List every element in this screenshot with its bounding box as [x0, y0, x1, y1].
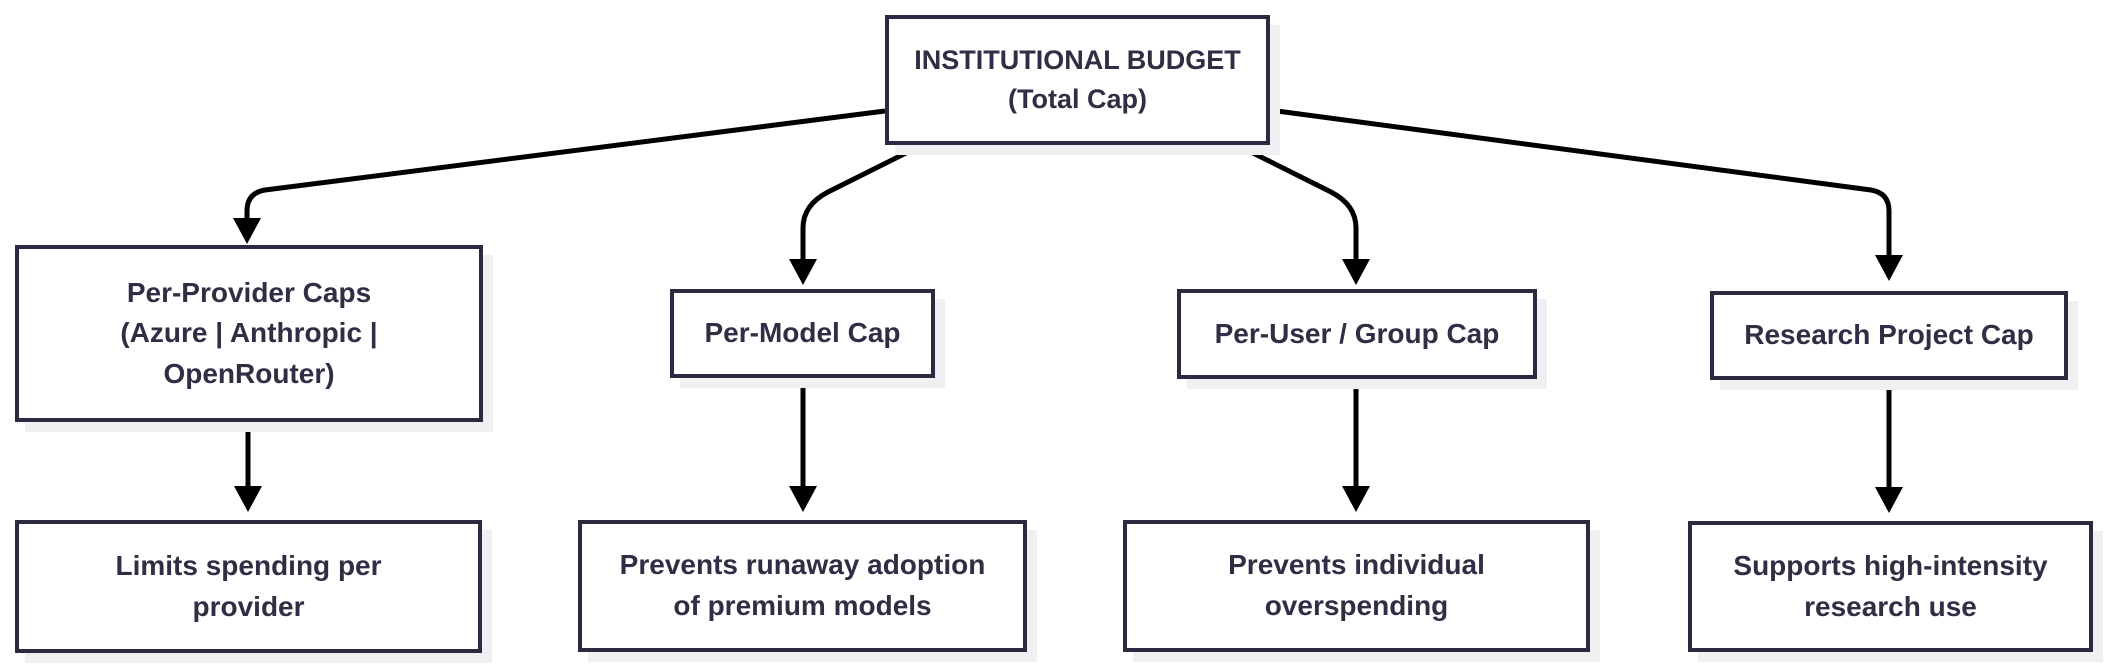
arrowhead-down-icon [234, 486, 262, 512]
arrowhead-down-icon [233, 218, 261, 244]
node-supports-high-intensity-research: Supports high-intensity research use [1688, 521, 2093, 652]
node-prevents-individual-overspending: Prevents individual overspending [1123, 520, 1590, 652]
node-per-model-cap: Per-Model Cap [670, 289, 935, 378]
node-per-provider-caps: Per-Provider Caps (Azure | Anthropic | O… [15, 245, 483, 422]
edge-root-to-user-group-cap [1241, 145, 1370, 285]
node-research-project-cap: Research Project Cap [1710, 291, 2068, 380]
edge-user-group-cap-to-benefit [1342, 381, 1370, 512]
arrowhead-down-icon [1875, 487, 1903, 513]
node-limits-spending-per-provider: Limits spending per provider [15, 520, 482, 653]
edge-root-to-model-cap [789, 145, 918, 285]
edge-provider-caps-to-benefit [234, 424, 262, 512]
arrowhead-down-icon [1342, 259, 1370, 285]
edge-root-to-provider-caps [233, 108, 886, 244]
node-institutional-budget: INSTITUTIONAL BUDGET (Total Cap) [885, 15, 1270, 145]
edge-model-cap-to-benefit [789, 380, 817, 512]
arrowhead-down-icon [1342, 486, 1370, 512]
edge-root-to-research-cap [1276, 108, 1903, 281]
edge-research-cap-to-benefit [1875, 382, 1903, 513]
arrowhead-down-icon [789, 486, 817, 512]
arrowhead-down-icon [789, 259, 817, 285]
node-per-user-group-cap: Per-User / Group Cap [1177, 289, 1537, 379]
node-prevents-runaway-adoption: Prevents runaway adoption of premium mod… [578, 520, 1027, 652]
arrowhead-down-icon [1875, 255, 1903, 281]
